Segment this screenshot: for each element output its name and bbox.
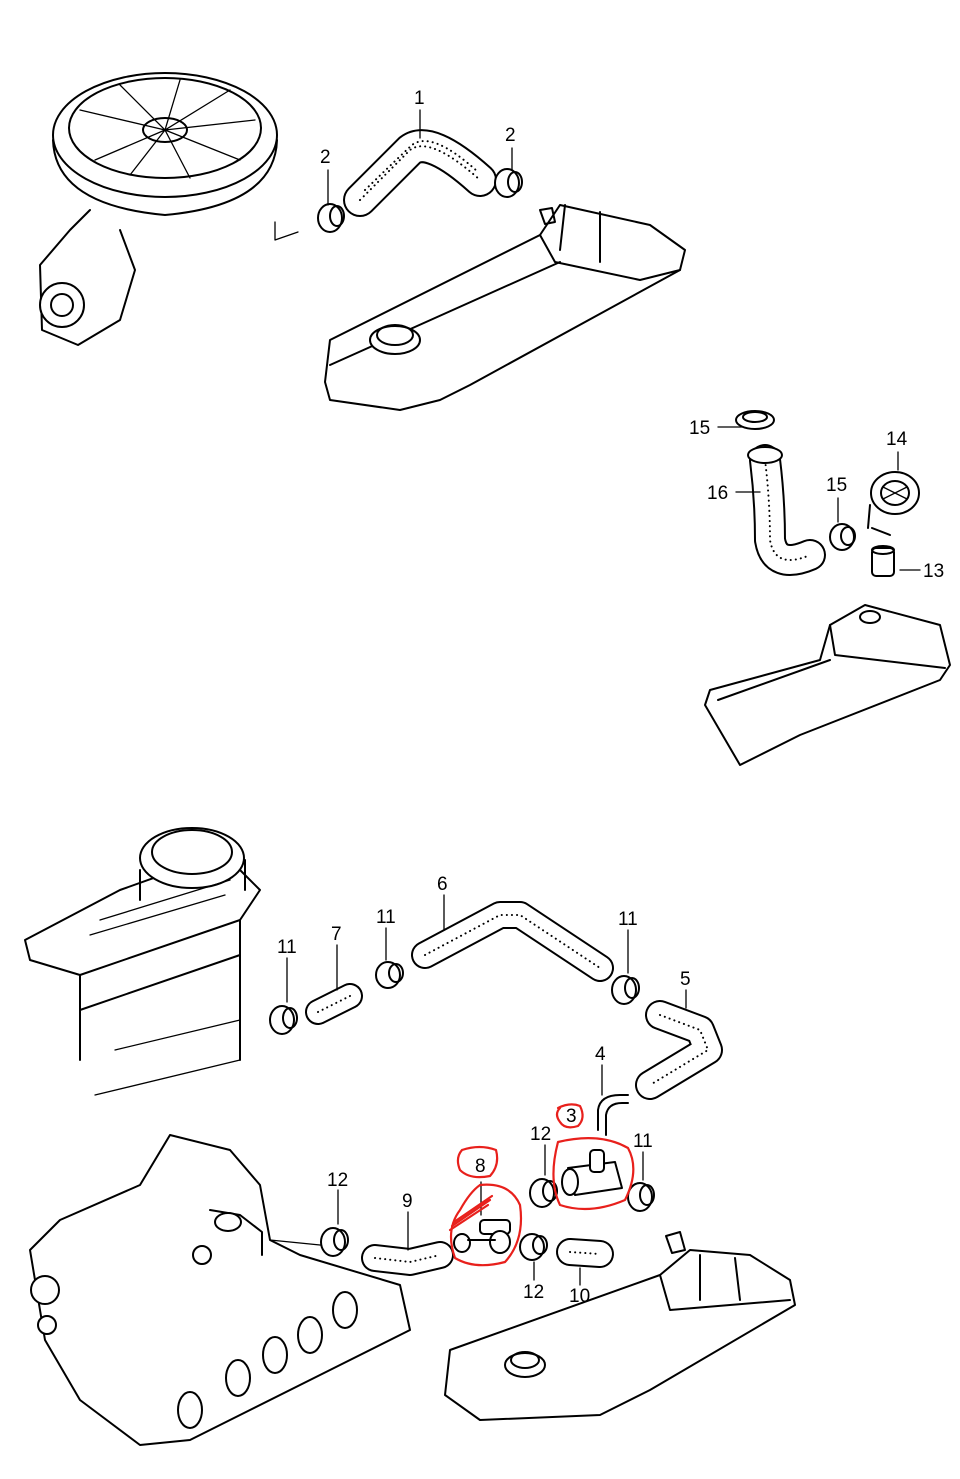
callout-16: 16 — [707, 483, 728, 504]
callout-2a: 2 — [320, 147, 331, 168]
callout-11c: 11 — [618, 909, 638, 930]
callout-6: 6 — [437, 874, 448, 895]
callout-8: 8 — [475, 1156, 486, 1177]
callout-11d: 11 — [633, 1131, 653, 1152]
clamp-11-d — [627, 1182, 655, 1212]
clamp-11-a — [269, 1005, 298, 1035]
callout-11b: 11 — [277, 937, 297, 958]
fitting-8 — [453, 1219, 511, 1254]
clamp-12-a — [320, 1227, 349, 1257]
callout-2b: 2 — [505, 125, 516, 146]
intake-manifold — [29, 1134, 411, 1446]
clamp-12-c — [519, 1233, 548, 1261]
red-mark-3 — [555, 1103, 584, 1129]
pipe-4 — [597, 1094, 629, 1136]
callout-14: 14 — [886, 429, 908, 450]
hose-7 — [305, 983, 363, 1025]
red-hatch-8 — [448, 1194, 494, 1232]
clamp-15-mid — [829, 523, 856, 551]
hose-1 — [343, 129, 497, 217]
part-13 — [871, 545, 895, 577]
throttle-body-assembly — [24, 827, 261, 1096]
callout-5: 5 — [680, 969, 691, 990]
callout-12c: 12 — [523, 1282, 544, 1303]
callout-9: 9 — [402, 1191, 413, 1212]
red-circle-fitting-8 — [449, 1183, 523, 1267]
callout-13: 13 — [923, 561, 944, 582]
air-filter-assembly — [39, 72, 299, 346]
clamp-11-b — [375, 961, 404, 989]
valve-cover-top — [324, 204, 686, 411]
callout-11a: 11 — [376, 907, 396, 928]
hose-5 — [635, 1000, 723, 1100]
clamp-2-right — [494, 168, 523, 198]
hose-6 — [411, 901, 614, 982]
clamp-15-top — [735, 410, 775, 430]
clamp-12-b — [529, 1178, 558, 1208]
valve-14 — [867, 471, 920, 536]
red-mark-8 — [456, 1145, 499, 1179]
callout-4: 4 — [595, 1044, 606, 1065]
callout-10: 10 — [569, 1286, 590, 1307]
hose-10 — [556, 1238, 614, 1268]
callout-3: 3 — [566, 1106, 577, 1127]
clamp-2-left — [317, 203, 345, 233]
red-circle-tee-3 — [552, 1137, 635, 1211]
hose-16 — [747, 444, 826, 576]
clamp-11-c — [611, 975, 640, 1005]
callout-15a: 15 — [689, 418, 710, 439]
valve-cover-right — [704, 604, 951, 766]
valve-cover-bottom — [444, 1231, 796, 1421]
callout-15b: 15 — [826, 475, 847, 496]
hose-9 — [361, 1241, 454, 1276]
callout-7: 7 — [331, 924, 342, 945]
callout-12b: 12 — [530, 1124, 551, 1145]
callout-12a: 12 — [327, 1170, 348, 1191]
tee-fitting-3 — [561, 1149, 623, 1196]
callout-1: 1 — [414, 88, 425, 109]
